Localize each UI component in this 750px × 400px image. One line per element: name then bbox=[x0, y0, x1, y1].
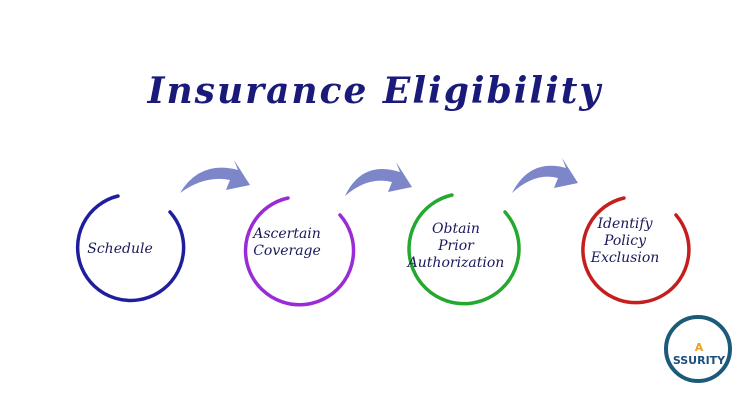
logo-backdrop bbox=[671, 341, 725, 355]
label-line: Authorization bbox=[407, 255, 505, 271]
curved-arrow-icon bbox=[345, 162, 412, 196]
arrow-1 bbox=[180, 160, 250, 193]
arrow-3 bbox=[512, 158, 578, 193]
circle-ring bbox=[581, 196, 691, 305]
logo-rest-letters: SSURITY bbox=[672, 354, 726, 367]
logo-wordmark: A SSURITY bbox=[671, 341, 727, 367]
step-identify-policy-exclusion bbox=[581, 196, 691, 305]
circle-ring bbox=[407, 193, 521, 306]
page-title: Insurance Eligibility bbox=[147, 70, 603, 112]
logo-accent-letter: A bbox=[694, 341, 704, 354]
label-line: Exclusion bbox=[590, 250, 660, 266]
step-schedule bbox=[75, 194, 186, 303]
circle-ring bbox=[75, 194, 186, 303]
arrow-2 bbox=[345, 162, 412, 196]
label-line: Prior bbox=[438, 238, 474, 254]
label-line: Coverage bbox=[253, 243, 321, 259]
assurity-logo bbox=[664, 315, 732, 383]
step-label-identify-policy-exclusion: Identify Policy Exclusion bbox=[570, 216, 680, 267]
label-line: Schedule bbox=[87, 241, 153, 257]
step-label-ascertain-coverage: Ascertain Coverage bbox=[232, 226, 342, 260]
label-line: Ascertain bbox=[253, 226, 321, 242]
step-label-obtain-prior-authorization: Obtain Prior Authorization bbox=[401, 221, 511, 272]
label-line: Policy bbox=[604, 233, 646, 249]
curved-arrow-icon bbox=[180, 160, 250, 193]
label-line: Identify bbox=[597, 216, 653, 232]
circle-ring bbox=[243, 196, 356, 307]
label-line: Obtain bbox=[432, 221, 480, 237]
curved-arrow-icon bbox=[512, 158, 578, 193]
step-ascertain-coverage bbox=[243, 196, 356, 307]
step-label-schedule: Schedule bbox=[65, 241, 175, 258]
step-obtain-prior-authorization bbox=[407, 193, 521, 306]
